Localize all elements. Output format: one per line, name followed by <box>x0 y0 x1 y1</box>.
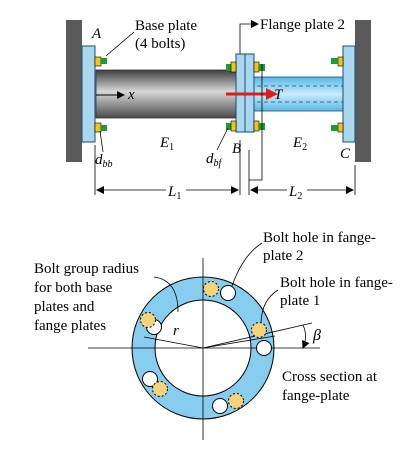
annotation-leaders <box>153 242 279 323</box>
hole1-label-line2: plate 1 <box>280 293 320 309</box>
beta-angle-arc <box>301 324 310 349</box>
e2-label: E2 <box>292 135 307 153</box>
radius-label-line2: for both base <box>34 280 113 296</box>
x-axis-label: x <box>127 87 135 103</box>
base-plate-c <box>342 45 356 143</box>
dimension-lines <box>94 64 356 195</box>
label-c: C <box>340 146 351 162</box>
base-plate-a <box>81 45 96 143</box>
beta-label: β <box>312 327 321 344</box>
torque-label: T <box>274 87 284 103</box>
radius-label-line3: plates and <box>34 299 95 315</box>
dbb-label: dbb <box>95 152 113 170</box>
hole2-label-line2: plate 2 <box>263 248 303 264</box>
base-plate-label-line2: (4 bolts) <box>135 36 185 52</box>
label-b: B <box>232 141 241 157</box>
right-wall <box>355 20 371 162</box>
radius-r-label: r <box>173 323 179 339</box>
shaft-segment-1 <box>95 69 237 119</box>
hole2-label-line1: Bolt hole in fange- <box>263 230 376 246</box>
base-plate-label-line1: Base plate <box>135 18 197 34</box>
bolts-base-plate-a <box>94 56 107 133</box>
bolt-holes-plate-2 <box>142 285 272 414</box>
e1-label: E1 <box>159 135 174 153</box>
radius-label-line4: fange plates <box>34 318 106 334</box>
cross-section-label-line2: fange-plate <box>282 388 350 404</box>
bolts-base-plate-c <box>331 56 344 133</box>
flange-plate-label: Flange plate 2 <box>260 17 345 33</box>
radius-label-line1: Bolt group radius <box>34 261 139 277</box>
cross-section-label-line1: Cross section at <box>282 369 378 385</box>
l2-label: L2 <box>288 184 302 202</box>
bolt-holes-plate-1 <box>140 281 267 409</box>
hole1-label-line1: Bolt hole in fange- <box>280 275 393 291</box>
left-wall <box>66 20 82 162</box>
label-a: A <box>91 26 102 42</box>
dbf-label: dbf <box>206 151 223 169</box>
l1-label: L1 <box>167 184 181 202</box>
